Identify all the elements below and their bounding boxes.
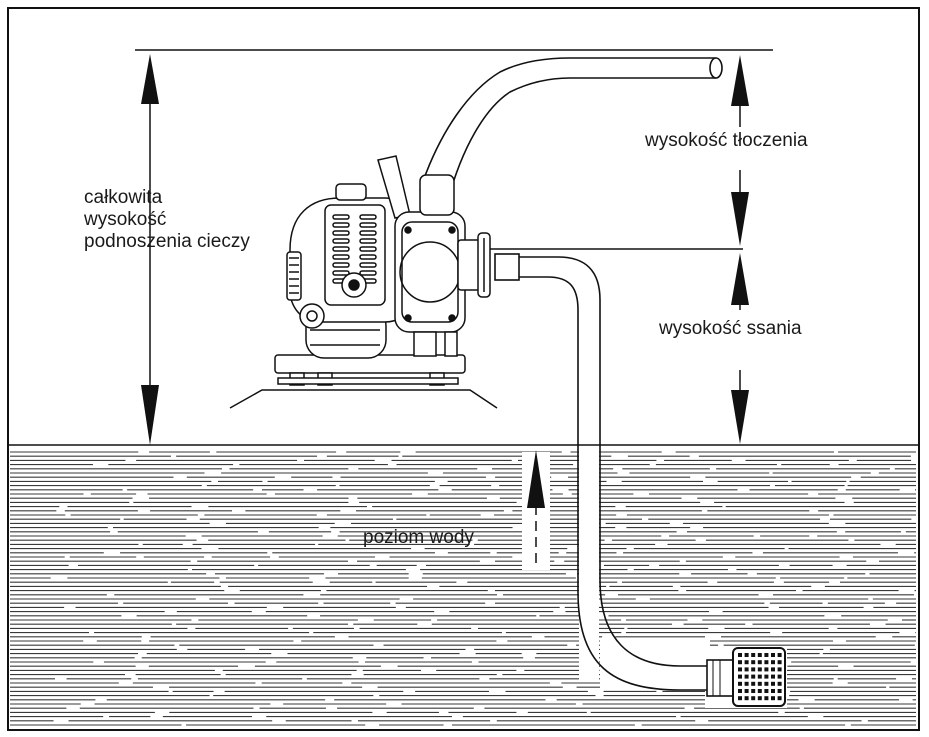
suction-head-arrow	[731, 253, 749, 444]
total-head-label-line-3: podnoszenia cieczy	[84, 231, 250, 252]
water-level-arrow	[522, 450, 550, 570]
discharge-head-label: wysokość tłoczenia	[645, 130, 808, 151]
suction-head-label: wysokość ssania	[659, 318, 802, 339]
discharge-head-arrow	[731, 55, 749, 246]
total-head-label: całkowita wysokość podnoszenia cieczy	[84, 187, 250, 253]
total-head-label-line-1: całkowita	[84, 187, 163, 208]
total-head-label-line-2: wysokość	[84, 209, 167, 230]
strainer-icon	[706, 647, 786, 707]
water-body	[10, 450, 916, 726]
water-level-label: poziom wody	[363, 527, 474, 548]
diagram-frame	[7, 7, 920, 731]
pump-icon	[274, 155, 491, 386]
discharge-hose	[419, 57, 723, 205]
ground-mound	[229, 389, 498, 409]
suction-hose	[494, 253, 710, 691]
total-head-arrow	[141, 54, 159, 445]
